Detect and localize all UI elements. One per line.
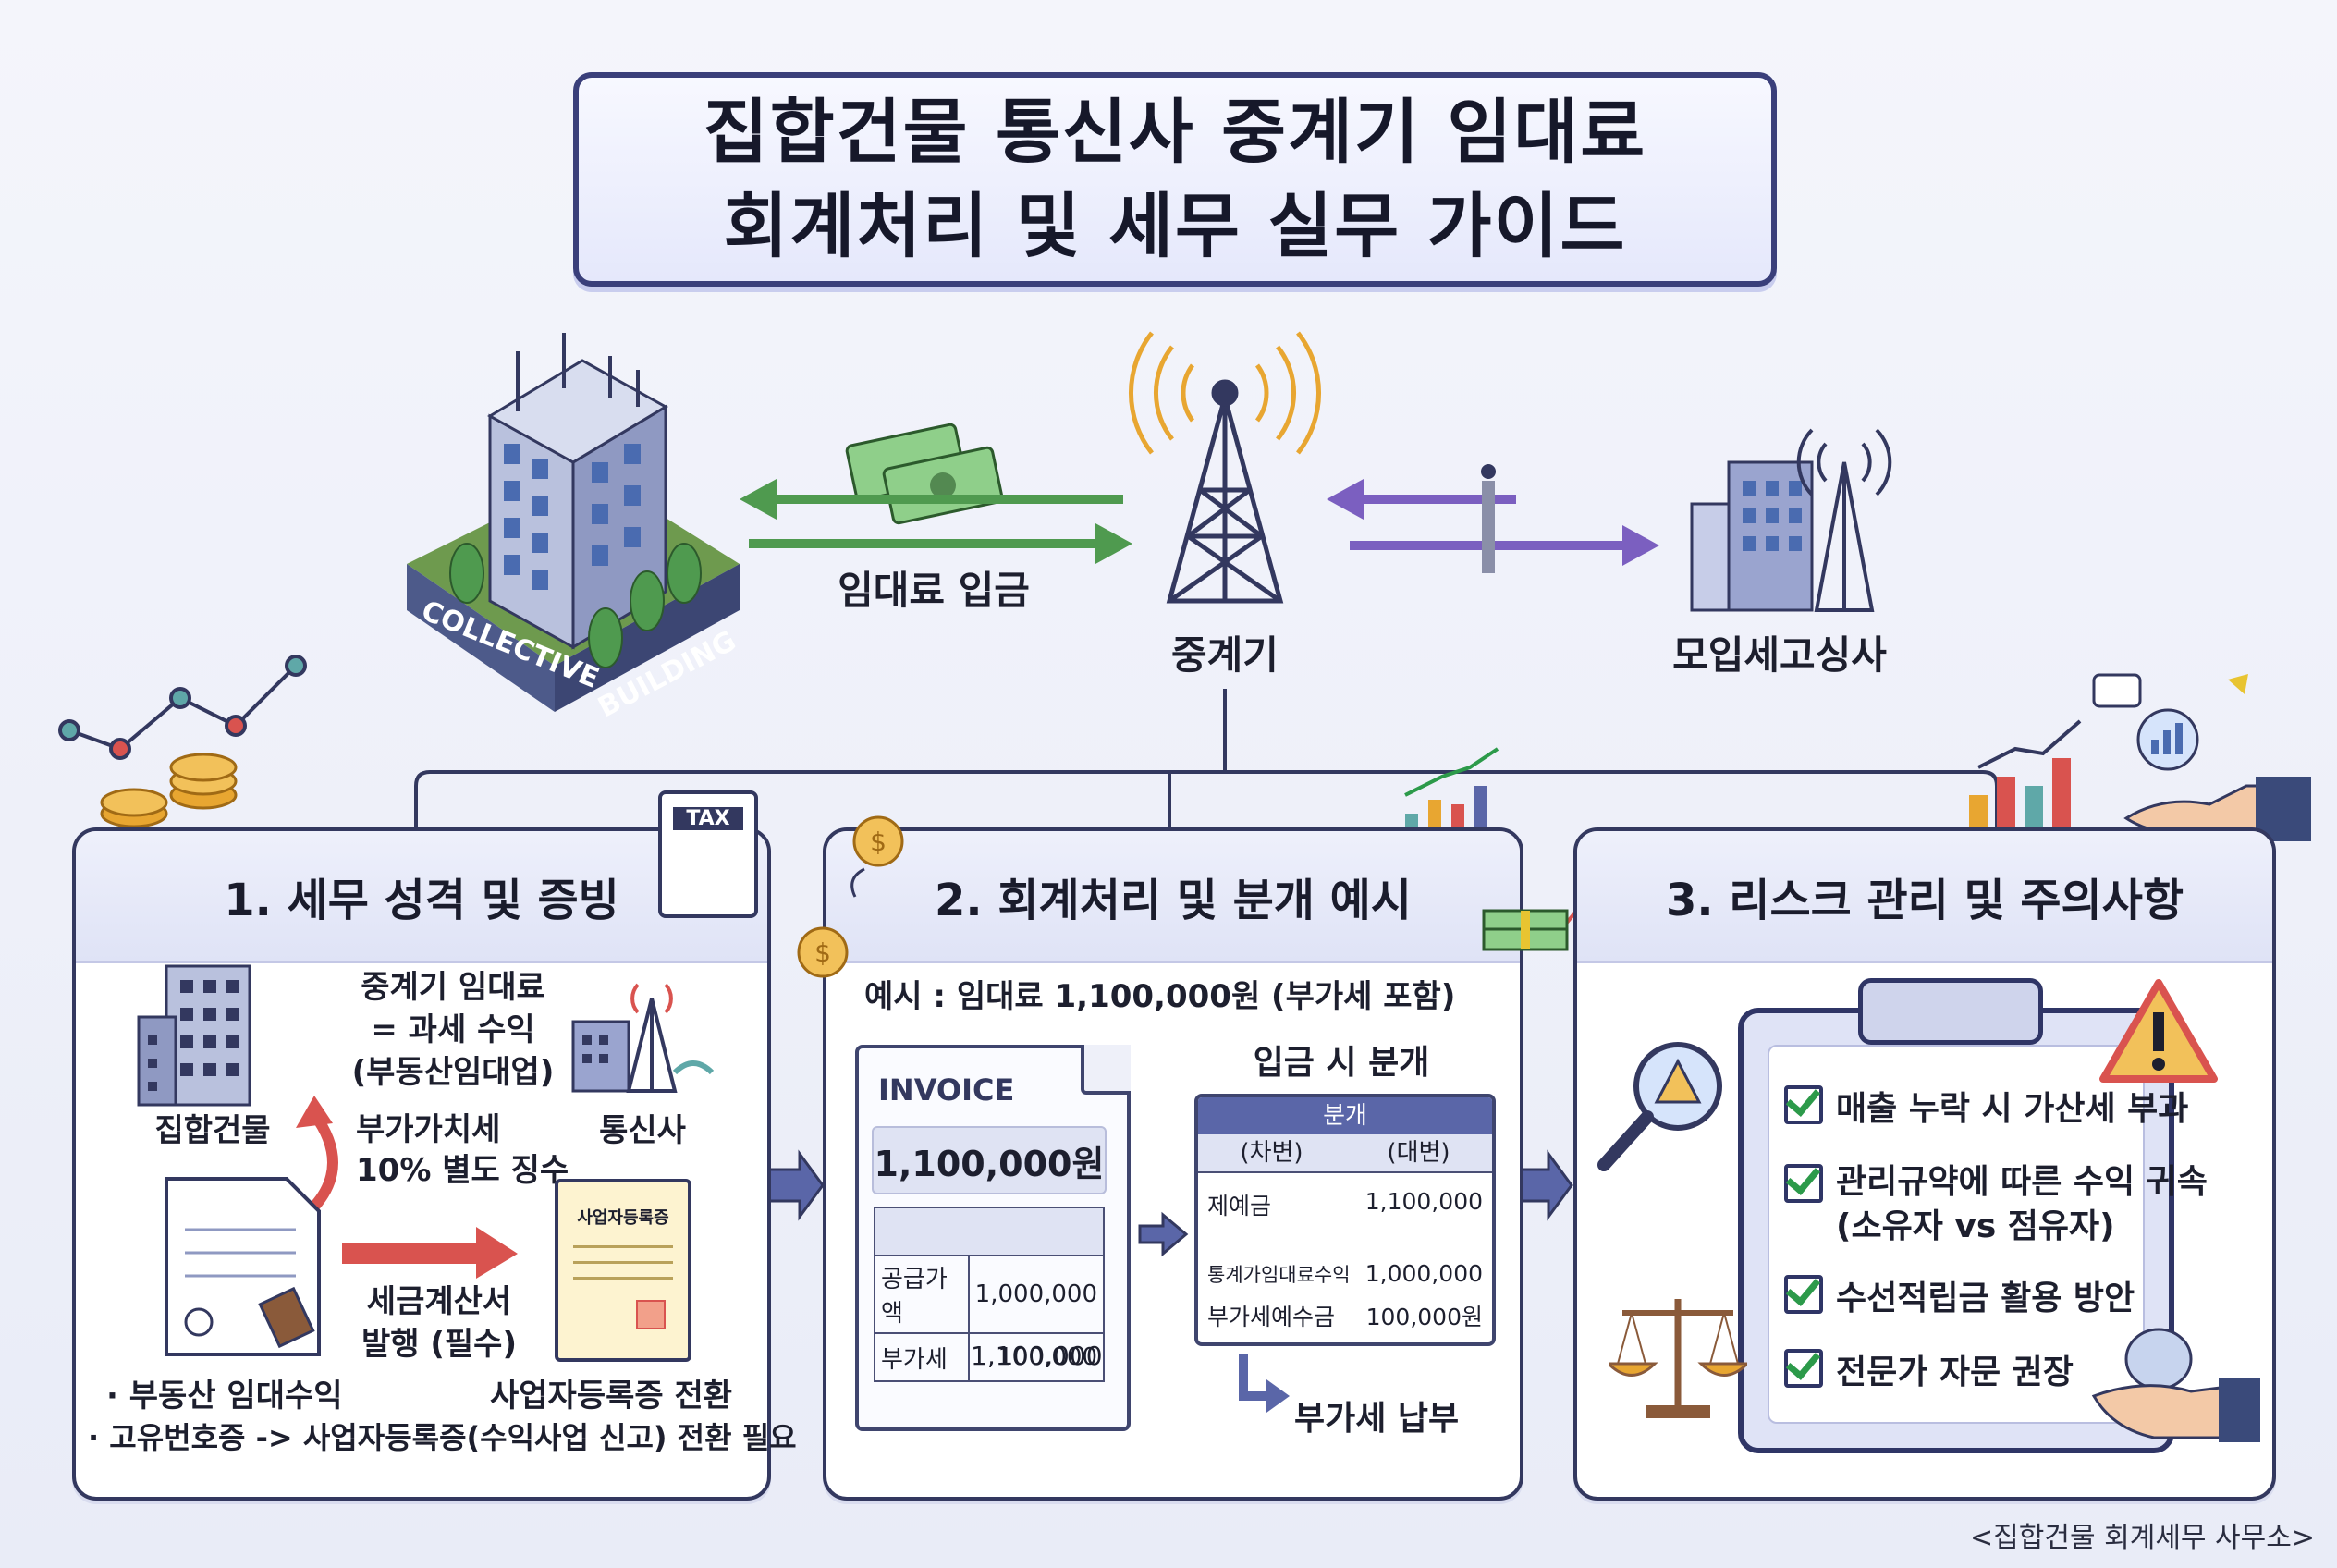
rent-nature-line-3: (부동산임대업) [351,1054,555,1091]
panel-tax-nature: 1. 세무 성격 및 증빙 [72,827,771,1501]
journal-left: 통계가임대료수익 [1207,1264,1351,1286]
example-text: 예시 : 임대료 1,100,000원 (부가세 포함) [864,978,1456,1015]
panel3-heading: 3. 리스크 관리 및 주의사항 [1577,831,2272,963]
business-registration-doc-icon: 사업자등록증 [555,1179,691,1362]
vat-line-1: 부가가치세 [356,1111,501,1148]
tax-clipboard-icon: TAX [658,790,758,918]
title-line-2: 회계처리 및 세무 실무 가이드 [723,185,1627,267]
checklist-text: 매출 누락 시 가산세 부과 [1836,1090,2189,1128]
table-row: 통계가임대료수익 1,000,000 [1198,1255,1492,1293]
invoice-title: INVOICE [878,1072,1015,1108]
checkbox-checked-icon [1784,1085,1823,1124]
invoice-table: 공급가액 1,000,000 부가세 100,000 [874,1207,1106,1382]
table-row: 부가세 100,000 [874,1332,1106,1382]
warning-icon [2099,979,2218,1083]
invoice-row-value: 100,000 [967,1332,1106,1382]
rent-flow-label: 임대료 입금 [838,568,1030,613]
bullet-rental-income: · 부동산 임대수익 [106,1378,343,1415]
checkbox-checked-icon [1784,1275,1823,1314]
panel2-heading: 2. 회계처리 및 분개 예시 [826,831,1520,963]
rent-nature-line-1: 중계기 임대료 [361,969,545,1006]
cash-icon [845,423,1004,525]
tax-tag: TAX [673,807,743,830]
svg-text:$: $ [870,827,887,857]
trend-line-icon [58,655,307,760]
checkbox-checked-icon [1784,1349,1823,1388]
vat-line-2: 10% 별도 징수 [356,1152,569,1189]
dollar-coins-icon: $ $ [797,815,904,978]
small-arrow-icon [1138,1211,1189,1257]
invoice-row-value: 1,000,000 [967,1255,1106,1334]
label-telecom: 통신사 [599,1112,686,1149]
invoice-row-label: 부가세 [874,1332,970,1382]
panel-arrows [765,1149,1573,1221]
down-right-arrow-icon [1239,1354,1290,1413]
connector-tree [414,689,1999,832]
invoice-total: 1,100,000 [971,1341,1103,1371]
telecom-building-icon [1690,428,1892,612]
telecom-tower-icon [571,983,715,1093]
footer-credit: <집합건물 회계세무 사무소> [1970,1522,2315,1554]
issue-invoice-text: 세금계산서 발행 (필수) [324,1280,555,1366]
coins-icon [100,753,238,828]
journal-left: 제예금 [1207,1193,1272,1219]
checklist-item: 수선적립금 활용 방안 [1784,1271,2135,1319]
label-collective-building: 집합건물 [154,1112,271,1149]
rent-nature-line-2: = 과세 수익 [371,1011,535,1048]
journal-right: 100,000원 [1365,1304,1483,1330]
telecom-label: 모입세고싱사 [1672,632,1887,678]
svg-text:$: $ [814,937,831,968]
issue-invoice-line-2: 발행 (필수) [361,1326,518,1363]
clipboard-clip [1858,978,2043,1045]
debit-header: (차변) [1240,1139,1303,1167]
panel1-heading: 1. 세무 성격 및 증빙 [76,831,767,963]
curved-arrow-icon [296,1096,338,1210]
table-row [874,1207,1105,1256]
journal-right: 1,000,000 [1364,1260,1483,1287]
signal-arrows [1327,464,1659,573]
red-arrow-icon [342,1227,518,1279]
credit-header: (대변) [1387,1139,1450,1167]
checklist-item: 매출 누락 시 가산세 부과 [1784,1082,2188,1130]
journal-title: 입금 시 분개 [1253,1044,1430,1082]
scale-icon [1609,1299,1747,1418]
tax-invoice-document-icon [165,1177,321,1356]
issue-invoice-line-1: 세금계산서 [366,1283,512,1320]
growth-chart-icon [1969,673,2248,827]
journal-header: 분개 [1198,1097,1492,1134]
vat-collection-text: 부가가치세 10% 별도 징수 [356,1109,569,1191]
table-row: 공급가액 1,000,000 [874,1255,1106,1334]
vat-payment-text: 부가세 납부 [1294,1400,1460,1438]
hand-holding-icon [2091,1328,2260,1442]
bullet-registration-conversion: · 고유번호증 -> 사업자등록증(수익사업 신고) 전환 필요 [88,1420,797,1455]
table-row: 부가세예수금 100,000원 [1198,1293,1492,1338]
checkbox-checked-icon [1784,1164,1823,1203]
rent-nature-text: 중계기 임대료 = 과세 수익 (부동산임대업) [305,966,601,1094]
collective-building-icon [137,964,251,1107]
checklist-text: 관리규약에 따른 수익 귀속 (소유자 vs 점유자) [1836,1163,2208,1245]
cash-stack-icon [1482,876,1607,951]
building-illustration [407,333,740,712]
checklist-text: 수선적립금 활용 방안 [1836,1280,2135,1317]
journal-table: 분개 (차변) (대변) 제예금 1,100,000 통계가임대료수익 1,00… [1194,1094,1496,1346]
checklist-item: 전문가 자문 권장 [1784,1345,2074,1393]
journal-right: 1,100,000 [1364,1188,1483,1215]
registration-convert-text: 사업자등록증 전환 [490,1378,733,1415]
magnifier-warning-icon [1597,1042,1722,1171]
table-row: 제예금 1,100,000 [1198,1182,1492,1227]
journal-columns: (차변) (대변) [1198,1134,1492,1173]
repeater-label: 중계기 [1171,632,1279,678]
checklist-text: 전문가 자문 권장 [1836,1354,2074,1391]
invoice-row-label: 공급가액 [874,1255,970,1334]
repeater-tower-icon [1129,331,1321,604]
checklist-item: 관리규약에 따른 수익 귀속 (소유자 vs 점유자) [1784,1160,2208,1249]
journal-left: 부가세예수금 [1207,1304,1336,1330]
title-banner: 집합건물 통신사 중계기 임대료 회계처리 및 세무 실무 가이드 [573,72,1777,287]
registration-doc-title: 사업자등록증 [577,1208,669,1228]
invoice-amount: 1,100,000원 [872,1126,1107,1194]
rent-arrows [740,479,1132,564]
title-line-1: 집합건물 통신사 중계기 임대료 [703,91,1647,173]
